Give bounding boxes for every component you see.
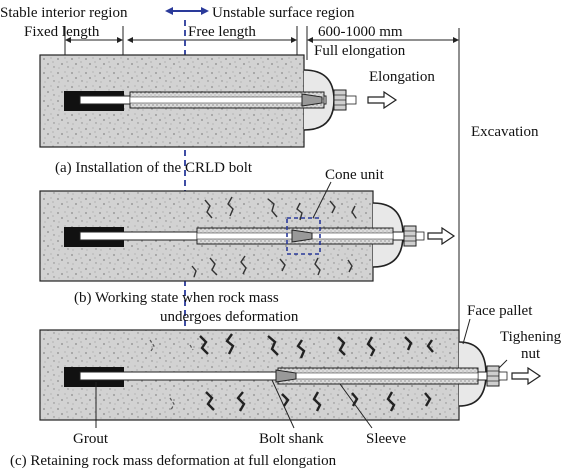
region-boundary-arrow [165, 7, 209, 15]
caption-b-line2: undergoes deformation [160, 309, 299, 325]
elongation-arrow-c [511, 366, 542, 386]
grout-label: Grout [73, 431, 109, 447]
caption-a: (a) Installation of the CRLD bolt [55, 160, 253, 176]
range-label: 600-1000 mm [318, 24, 403, 40]
cracks-c [199, 333, 434, 412]
caption-c: (c) Retaining rock mass deformation at f… [10, 453, 337, 469]
cone-unit-b [291, 229, 313, 243]
face-pallet-label: Face pallet [467, 303, 533, 319]
cone-unit-a [301, 93, 323, 107]
cracks-b [191, 196, 357, 278]
sleeve-label: Sleeve [366, 431, 406, 447]
elongation-arrow-a [367, 90, 398, 110]
tightening-nut-label-line1: Tighening [500, 329, 562, 345]
stable-region-label: Stable interior region [0, 5, 128, 21]
fixed-length-label: Fixed length [24, 24, 100, 40]
free-length-label: Free length [188, 24, 256, 40]
excavation-label: Excavation [471, 124, 539, 140]
unstable-region-label: Unstable surface region [212, 5, 355, 21]
caption-b-line1: (b) Working state when rock mass [74, 290, 279, 306]
cone-unit-c [275, 369, 297, 383]
elongation-dimension [306, 26, 459, 60]
bolt-shank-label: Bolt shank [259, 431, 324, 447]
panel-b: Cone unit [39, 167, 456, 282]
panel-a: Elongation [39, 54, 435, 148]
panel-c: Face pallet Tighening nut [39, 303, 562, 429]
tightening-nut-label-line2: nut [521, 346, 541, 362]
elongation-label: Elongation [369, 69, 435, 85]
cone-unit-highlight [286, 217, 321, 255]
cone-unit-label: Cone unit [325, 167, 385, 183]
elongation-arrow-b [427, 226, 456, 246]
full-elongation-label: Full elongation [314, 43, 406, 59]
